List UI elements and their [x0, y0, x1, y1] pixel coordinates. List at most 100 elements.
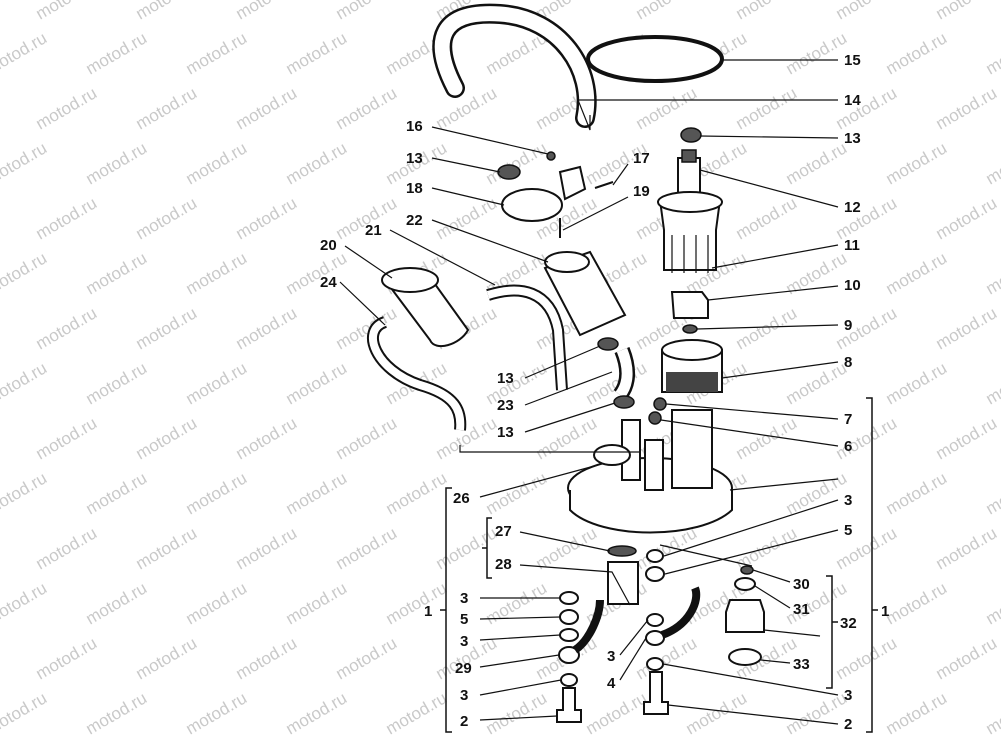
- watermark-text: motod.ru: [833, 413, 901, 463]
- watermark-text: motod.ru: [733, 0, 801, 23]
- label-27: 27: [495, 523, 512, 540]
- watermark-text: motod.ru: [283, 28, 351, 78]
- washer-3-left-b: [559, 628, 579, 642]
- watermark-text: motod.ru: [33, 193, 101, 243]
- watermark-text: motod.ru: [233, 83, 301, 133]
- watermark-text: motod.ru: [983, 578, 1001, 628]
- watermark-text: motod.ru: [133, 523, 201, 573]
- clip-33: [728, 648, 762, 666]
- watermark-text: motod.ru: [233, 633, 301, 683]
- watermark-text: motod.ru: [883, 468, 951, 518]
- label-13-low: 13: [497, 424, 514, 441]
- bolt-2-right: [643, 671, 669, 715]
- label-4: 4: [607, 675, 616, 692]
- wiring-26: [593, 444, 631, 466]
- label-2-right: 2: [844, 716, 852, 733]
- plug-28: [607, 561, 639, 605]
- label-33: 33: [793, 656, 810, 673]
- label-31: 31: [793, 601, 810, 618]
- label-1-right: 1: [881, 603, 889, 620]
- watermark-text: motod.ru: [433, 83, 501, 133]
- label-10: 10: [844, 277, 861, 294]
- bracket-left-1: [440, 487, 452, 733]
- watermark-text: motod.ru: [933, 193, 1001, 243]
- watermark-text: motod.ru: [33, 413, 101, 463]
- watermark-text: motod.ru: [33, 523, 101, 573]
- label-7: 7: [844, 411, 852, 428]
- watermark-text: motod.ru: [133, 0, 201, 23]
- watermark-text: motod.ru: [283, 138, 351, 188]
- label-24: 24: [320, 274, 337, 291]
- watermark-text: motod.ru: [483, 138, 551, 188]
- watermark-text: motod.ru: [883, 28, 951, 78]
- watermark-text: motod.ru: [0, 468, 50, 518]
- watermark-text: motod.ru: [733, 193, 801, 243]
- label-6: 6: [844, 438, 852, 455]
- label-28: 28: [495, 556, 512, 573]
- watermark-text: motod.ru: [183, 358, 251, 408]
- watermark-text: motod.ru: [383, 468, 451, 518]
- watermark-text: motod.ru: [383, 578, 451, 628]
- label-5-left: 5: [460, 611, 468, 628]
- washer-4: [645, 630, 665, 646]
- label-20: 20: [320, 237, 337, 254]
- hose-23: [615, 347, 633, 399]
- watermark-text: motod.ru: [883, 688, 951, 738]
- watermark-text: motod.ru: [833, 523, 901, 573]
- screw-17: [594, 181, 614, 189]
- watermark-text: motod.ru: [333, 633, 401, 683]
- watermark-text: motod.ru: [33, 303, 101, 353]
- watermark-text: motod.ru: [233, 193, 301, 243]
- label-11: 11: [844, 237, 860, 254]
- watermark-text: motod.ru: [283, 578, 351, 628]
- watermark-text: motod.ru: [483, 358, 551, 408]
- watermark-text: motod.ru: [983, 358, 1001, 408]
- watermark-text: motod.ru: [0, 138, 50, 188]
- watermark-text: motod.ru: [933, 633, 1001, 683]
- watermark-text: motod.ru: [933, 413, 1001, 463]
- washer-3-right-b: [646, 613, 664, 627]
- label-32: 32: [840, 615, 857, 632]
- watermark-text: motod.ru: [183, 688, 251, 738]
- watermark-text: motod.ru: [583, 688, 651, 738]
- watermark-text: motod.ru: [183, 248, 251, 298]
- label-3-rb: 3: [844, 687, 852, 704]
- washer-3-right-a: [646, 549, 664, 563]
- nut-5-left: [559, 609, 579, 625]
- watermark-text: motod.ru: [833, 193, 901, 243]
- watermark-text: motod.ru: [183, 28, 251, 78]
- watermark-text: motod.ru: [333, 523, 401, 573]
- watermark-text: motod.ru: [933, 0, 1001, 23]
- bolt-2-left: [556, 687, 582, 723]
- watermark-text: motod.ru: [183, 138, 251, 188]
- label-2-left: 2: [460, 713, 468, 730]
- brackets: [440, 397, 878, 733]
- watermark-text: motod.ru: [933, 523, 1001, 573]
- nut-16: [546, 151, 556, 161]
- watermark-text: motod.ru: [133, 633, 201, 683]
- bracket-32: [826, 575, 838, 689]
- watermark-text: motod.ru: [633, 0, 701, 23]
- watermark-text: motod.ru: [533, 413, 601, 463]
- label-3-lc: 3: [460, 687, 468, 704]
- nut-7: [653, 397, 667, 411]
- watermark-text: motod.ru: [133, 413, 201, 463]
- label-13-top: 13: [844, 130, 861, 147]
- watermark-text: motod.ru: [883, 578, 951, 628]
- ring-31: [734, 577, 756, 591]
- label-22: 22: [406, 212, 423, 229]
- label-18: 18: [406, 180, 423, 197]
- watermark-text: motod.ru: [83, 28, 151, 78]
- bracket-18: [501, 188, 563, 222]
- watermark-text: motod.ru: [233, 523, 301, 573]
- watermark-text: motod.ru: [133, 83, 201, 133]
- label-3-la: 3: [460, 590, 468, 607]
- watermark-text: motod.ru: [83, 248, 151, 298]
- watermark-text: motod.ru: [833, 633, 901, 683]
- watermark-text: motod.ru: [183, 578, 251, 628]
- watermark-text: motod.ru: [783, 688, 851, 738]
- label-5-right: 5: [844, 522, 852, 539]
- label-29: 29: [455, 660, 472, 677]
- watermark-text: motod.ru: [983, 138, 1001, 188]
- clamp-13-top: [680, 127, 702, 143]
